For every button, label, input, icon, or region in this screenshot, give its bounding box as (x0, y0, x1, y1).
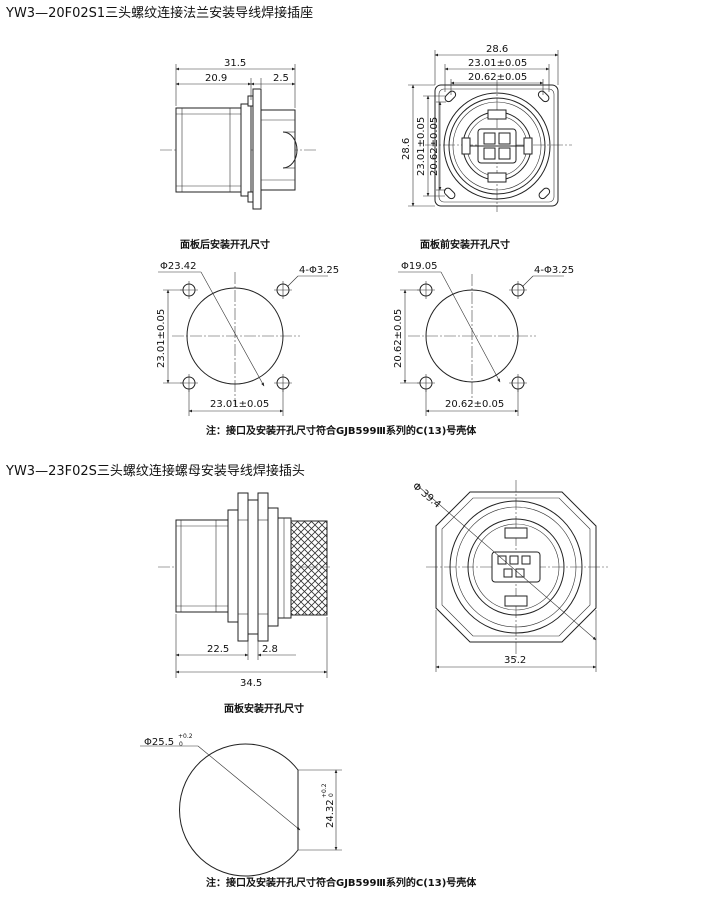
dim-rear-hspacing: 23.01±0.05 (210, 399, 269, 410)
dim-frontcut-vspacing: 20.62±0.05 (393, 309, 404, 368)
dim-cut-flat: 24.32 (325, 799, 336, 828)
rear-cutout-drawing (158, 271, 328, 416)
caption-panel-cutout: 面板安装开孔尺寸 (224, 702, 304, 715)
dim-cut-flat-tol-up: +0.2 (321, 783, 328, 798)
dim-frontcut-holes: 4-Φ3.25 (534, 265, 574, 276)
dim-plug-nut: 2.8 (262, 644, 278, 655)
dim-front-hole-2: 20.62±0.05 (468, 72, 527, 83)
front-cutout-drawing (398, 271, 564, 416)
dim-frontcut-hspacing: 20.62±0.05 (445, 399, 504, 410)
dim-rear-dia: Φ23.42 (160, 261, 197, 272)
dim-side-total: 31.5 (224, 58, 246, 69)
title-plug: YW3—23F02S三头螺纹连接螺母安装导线焊接插头 (5, 463, 305, 479)
dim-frontcut-dia: Φ19.05 (401, 261, 438, 272)
dim-plug-front-dia: Φ 39.4 (410, 481, 443, 511)
mount-hole-icon (180, 281, 292, 392)
dim-side-flange: 2.5 (273, 73, 289, 84)
mounting-slot-icon (443, 90, 551, 200)
dim-cut-dia-tol-low: 0 (179, 741, 183, 748)
socket-side-view (160, 64, 316, 210)
dim-plug-body: 22.5 (207, 644, 229, 655)
caption-front-cutout: 面板前安装开孔尺寸 (420, 238, 510, 251)
dim-side-body: 20.9 (205, 73, 227, 84)
dim-cut-dia: Φ25.5 (144, 737, 174, 748)
dim-plug-front-width: 35.2 (504, 655, 526, 666)
dim-cut-flat-tol-low: 0 (328, 793, 335, 797)
caption-rear-cutout: 面板后安装开孔尺寸 (180, 238, 270, 251)
title-socket: YW3—20F02S1三头螺纹连接法兰安装导线焊接插座 (5, 5, 313, 21)
dim-front-hole-1: 23.01±0.05 (468, 58, 527, 69)
dim-plug-total: 34.5 (240, 678, 262, 689)
socket-front-view (408, 50, 572, 212)
dim-front-height: 28.6 (401, 138, 412, 160)
dim-front-vhole-1: 23.01±0.05 (416, 117, 427, 176)
dim-cut-dia-tol-up: +0.2 (178, 733, 193, 740)
dim-front-width: 28.6 (486, 44, 508, 55)
plug-front-view (417, 480, 608, 672)
dim-rear-holes: 4-Φ3.25 (299, 265, 339, 276)
dim-front-vhole-2: 20.62±0.05 (429, 117, 440, 176)
plug-side-view (158, 492, 330, 678)
note-bottom: 注：接口及安装开孔尺寸符合GJB599Ⅲ系列的C(13)号壳体 (206, 876, 477, 889)
dim-rear-vspacing: 23.01±0.05 (156, 309, 167, 368)
note-top: 注：接口及安装开孔尺寸符合GJB599Ⅲ系列的C(13)号壳体 (206, 424, 477, 437)
panel-cutout-drawing (140, 743, 342, 877)
